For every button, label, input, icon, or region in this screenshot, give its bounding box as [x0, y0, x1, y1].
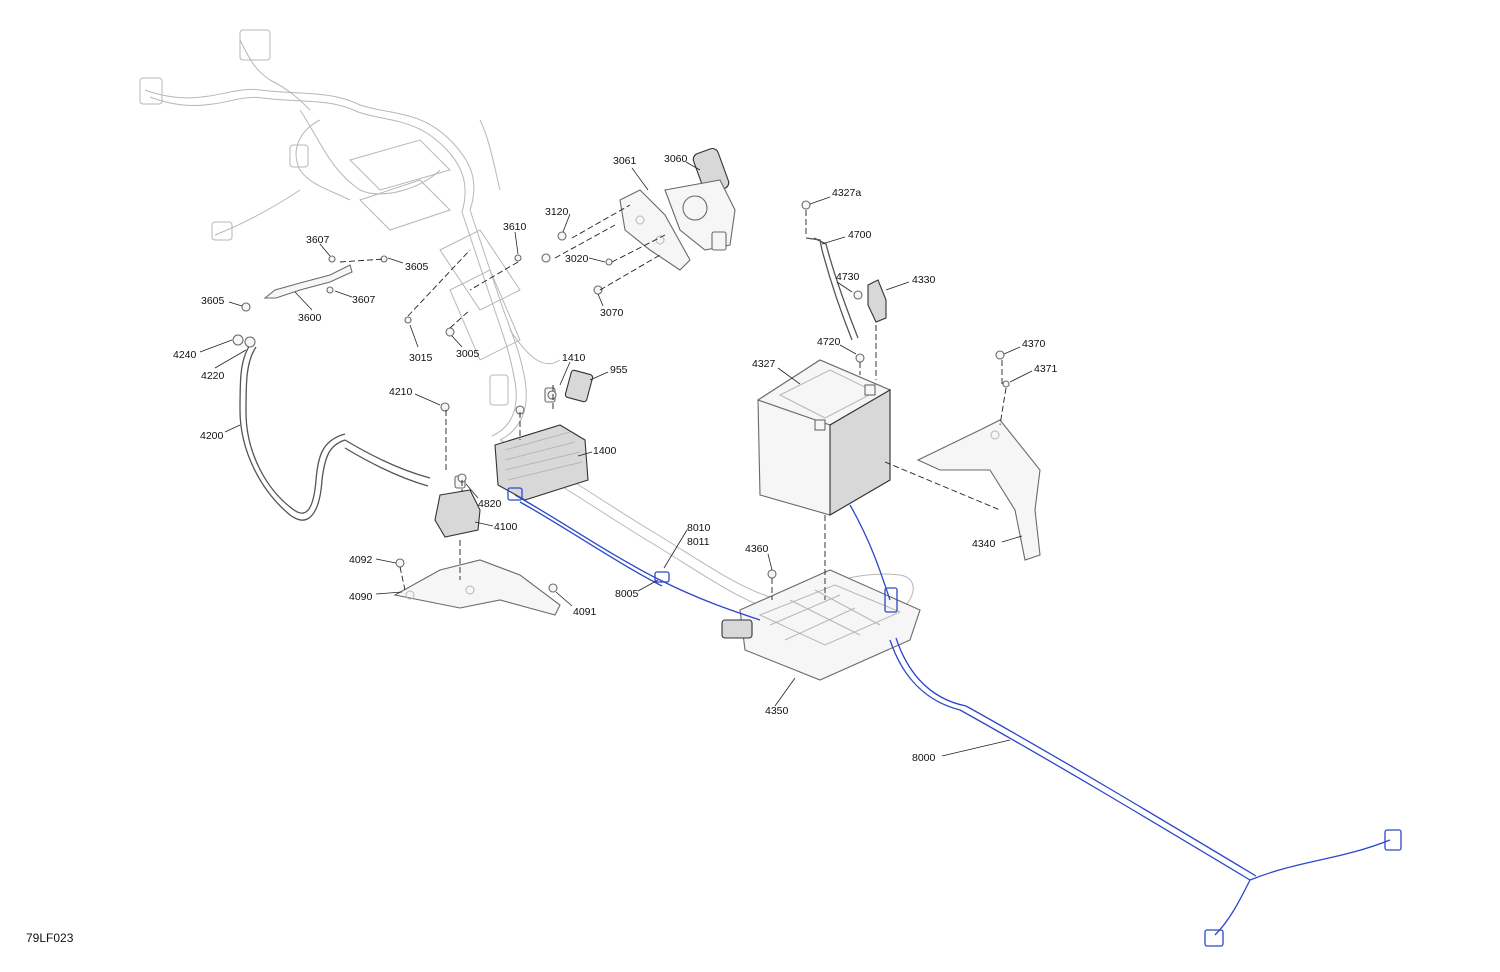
callout-4700: 4700 — [848, 229, 872, 241]
leader-lines — [199, 161, 1033, 757]
callout-8005: 8005 — [615, 588, 639, 600]
callout-4820: 4820 — [478, 498, 502, 510]
callout-3060: 3060 — [664, 153, 688, 165]
callout-4370: 4370 — [1022, 338, 1046, 350]
callout-8011: 8011 — [687, 536, 710, 548]
callout-4371: 4371 — [1034, 363, 1058, 375]
callout-3605: 3605 — [201, 295, 225, 307]
callout-1400: 1400 — [593, 445, 617, 457]
callout-3610: 3610 — [503, 221, 527, 233]
actuator-assembly — [664, 147, 736, 251]
callout-4720: 4720 — [817, 336, 841, 348]
callout-4090: 4090 — [349, 591, 373, 603]
solenoid-4100 — [434, 475, 481, 538]
callout-labels: 3061 3060 3120 3610 3607 3605 3020 3607 … — [173, 153, 1058, 764]
main-wiring-harness — [139, 29, 914, 613]
callout-4730: 4730 — [836, 271, 860, 283]
callout-4340: 4340 — [972, 538, 996, 550]
callout-955: 955 — [610, 364, 628, 376]
callout-4350: 4350 — [765, 705, 789, 717]
cable-4700 — [805, 237, 859, 341]
callout-4330: 4330 — [912, 274, 936, 286]
diagram-reference-code: 79LF023 — [26, 931, 74, 945]
terminal-cover-4330 — [867, 279, 887, 323]
battery-4327 — [756, 359, 892, 516]
callout-4210: 4210 — [389, 386, 413, 398]
bracket-4090 — [393, 559, 561, 616]
callout-3607: 3607 — [306, 234, 330, 246]
callout-4091: 4091 — [573, 606, 597, 618]
callout-3015: 3015 — [409, 352, 433, 364]
callout-3607: 3607 — [352, 294, 376, 306]
callout-1410: 1410 — [562, 352, 586, 364]
callout-4092: 4092 — [349, 554, 373, 566]
battery-tray-4350 — [721, 569, 921, 681]
callout-3020: 3020 — [565, 253, 589, 265]
callout-4327a: 4327a — [832, 187, 861, 199]
callout-4100: 4100 — [494, 521, 518, 533]
callout-4240: 4240 — [173, 349, 197, 361]
callout-3005: 3005 — [456, 348, 480, 360]
callout-3061: 3061 — [613, 155, 637, 167]
callout-3600: 3600 — [298, 312, 322, 324]
callout-4200: 4200 — [200, 430, 224, 442]
callout-8000: 8000 — [912, 752, 936, 764]
ground-strap-3600 — [263, 264, 353, 299]
assembly-lines — [339, 204, 1007, 600]
callout-3605: 3605 — [405, 261, 429, 273]
callout-3070: 3070 — [600, 307, 624, 319]
callout-3120: 3120 — [545, 206, 569, 218]
callout-4360: 4360 — [745, 543, 769, 555]
callout-8010: 8010 — [687, 522, 711, 534]
sub-harness-8000 — [507, 487, 1402, 947]
callout-4327: 4327 — [752, 358, 776, 370]
bracket-4340 — [916, 419, 1041, 561]
callout-4220: 4220 — [201, 370, 225, 382]
voltage-regulator-1400 — [494, 424, 589, 501]
cable-4200 — [232, 334, 431, 521]
fasteners — [241, 200, 1010, 593]
